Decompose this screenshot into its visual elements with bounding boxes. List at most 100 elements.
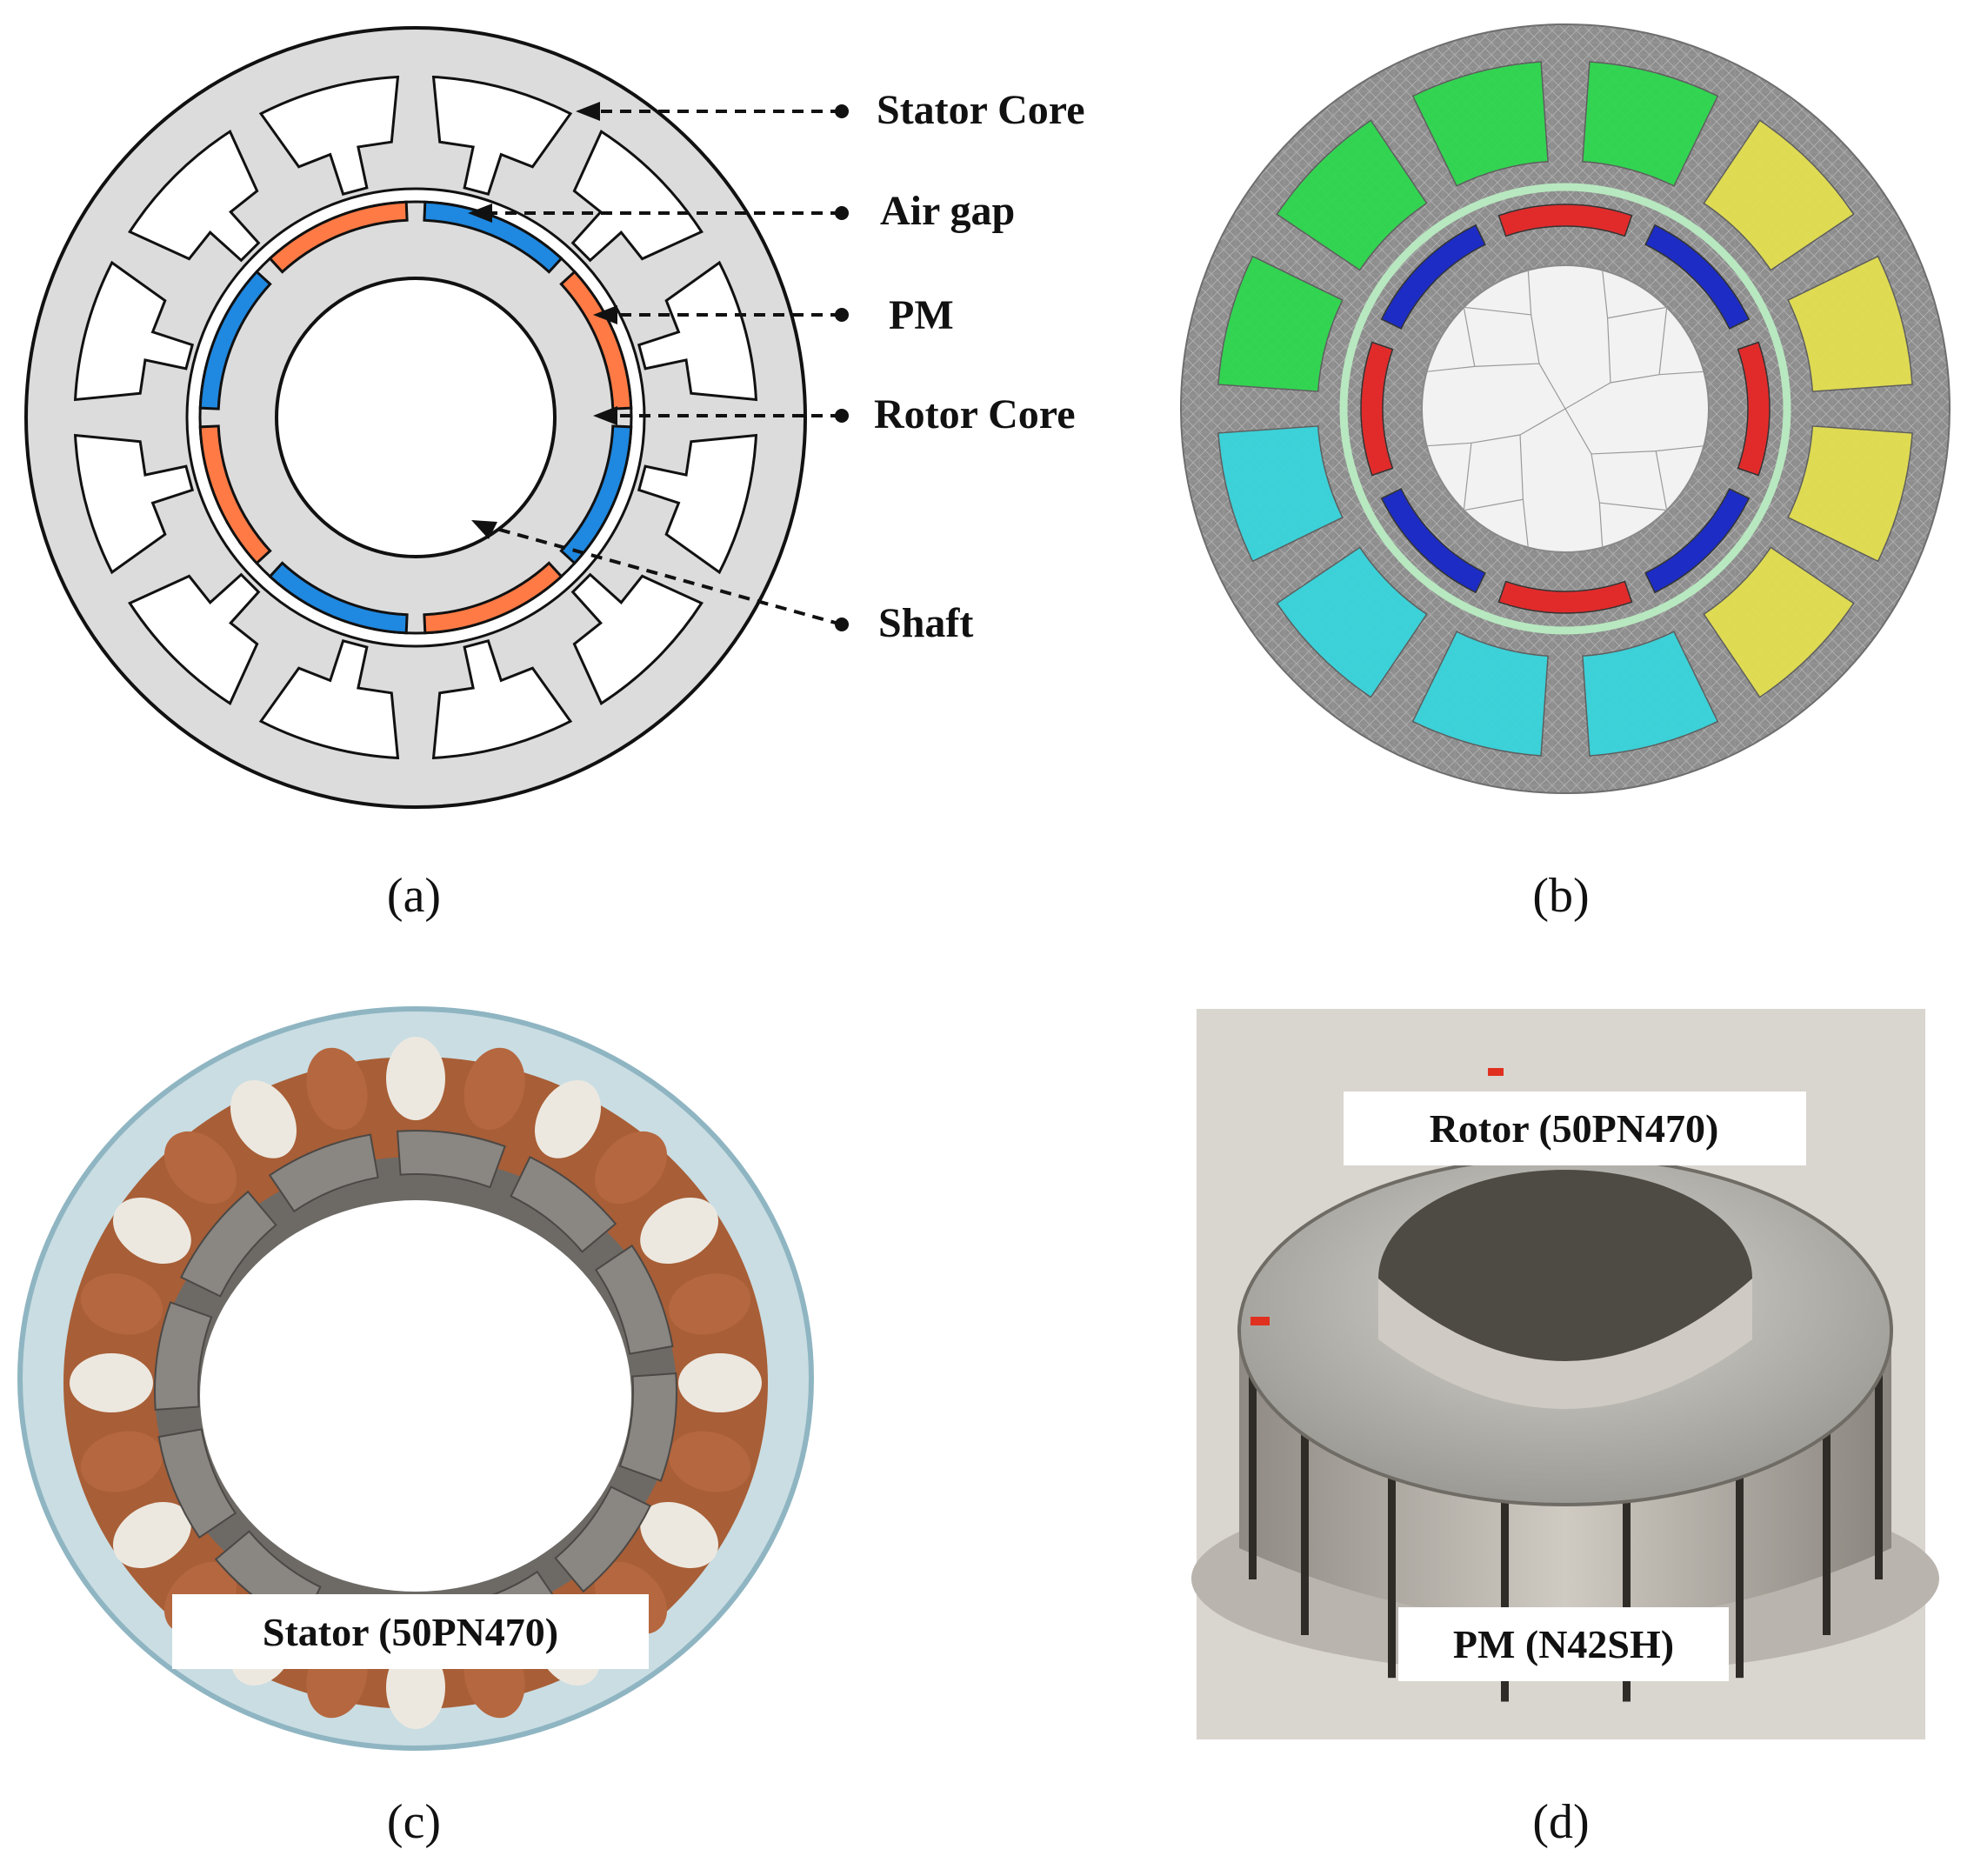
callout-dot xyxy=(835,618,849,631)
magnet-gap xyxy=(1875,1371,1883,1579)
fem-magnets xyxy=(1360,204,1771,614)
caption-d: (d) xyxy=(1532,1795,1589,1849)
winding-tape xyxy=(535,1079,601,1158)
label-rotor-core: Rotor Core xyxy=(874,391,1076,437)
mesh-edge xyxy=(1522,499,1529,548)
stator-slot xyxy=(73,433,195,575)
arrowhead xyxy=(593,305,617,324)
fem-air-gap xyxy=(1339,183,1791,635)
mesh-edge xyxy=(1527,270,1532,315)
label-stator-core: Stator Core xyxy=(877,87,1085,133)
fem-coil xyxy=(1276,546,1428,698)
pm-magnet xyxy=(423,561,564,635)
winding-tape xyxy=(668,1431,751,1492)
arrowhead xyxy=(576,102,600,121)
stator-tooth xyxy=(268,1133,379,1213)
fem-magnet xyxy=(1380,224,1486,330)
panel-b-fem-mesh: (b) xyxy=(1180,23,1951,923)
pm-magnet xyxy=(268,561,409,635)
mesh-edge xyxy=(1656,445,1704,452)
winding-tape xyxy=(163,1131,237,1205)
panel-a-schematic: Stator Core Air gap PM Rotor Core Shaft … xyxy=(24,26,1085,923)
mesh-edge xyxy=(1655,451,1668,511)
winding-tape xyxy=(668,1273,751,1335)
fem-coil xyxy=(1582,61,1719,187)
mesh-edge xyxy=(1564,408,1592,455)
winding-tape xyxy=(386,1037,445,1120)
mesh-edge xyxy=(1607,306,1667,319)
stator-slot xyxy=(637,433,758,575)
caption-a: (a) xyxy=(387,869,441,923)
fem-magnet xyxy=(1644,224,1751,330)
magnet-gap xyxy=(1388,1469,1396,1679)
fem-magnet xyxy=(1644,488,1751,594)
rotor-bore-inner-wall xyxy=(1378,1278,1752,1409)
stator-slots xyxy=(73,75,758,760)
fem-coil-regions xyxy=(1217,61,1913,757)
mesh-edge xyxy=(1474,363,1540,367)
panel-d-rotor-photo: Rotor (50PN470) PM (N42SH) (d) xyxy=(1191,1009,1939,1849)
mesh-edge xyxy=(1464,306,1531,316)
winding-tape xyxy=(80,1273,163,1335)
fem-coil xyxy=(1787,255,1913,392)
fem-coil xyxy=(1217,425,1344,563)
rotor-label: Rotor (50PN470) xyxy=(1430,1106,1719,1151)
permanent-magnets xyxy=(198,200,633,635)
fem-coil xyxy=(1703,119,1855,271)
mesh-edge xyxy=(1519,434,1524,500)
mesh-edge xyxy=(1610,374,1660,384)
stator-bore xyxy=(200,1200,631,1592)
fem-coil xyxy=(1276,119,1428,271)
stator-slot xyxy=(258,75,400,197)
fem-coil xyxy=(1787,425,1913,563)
winding-tape xyxy=(112,1198,191,1264)
fem-shaft-mesh xyxy=(1426,270,1704,548)
mesh-edge xyxy=(1599,502,1667,511)
mesh-edge xyxy=(1463,443,1472,511)
winding-tape xyxy=(70,1353,153,1412)
fem-magnet xyxy=(1497,204,1633,237)
stator-tooth xyxy=(510,1156,617,1253)
stator-tooth xyxy=(154,1301,213,1411)
pm-magnet xyxy=(198,270,272,411)
stator-label-box xyxy=(172,1594,649,1669)
stator-slot xyxy=(431,75,573,197)
magnet-gaps xyxy=(1249,1371,1883,1702)
pm-magnet xyxy=(268,200,409,274)
callout-dot xyxy=(835,409,849,423)
pm-magnet xyxy=(198,424,272,565)
stator-tooth xyxy=(594,1244,674,1355)
winding-tape xyxy=(112,1502,191,1568)
rotor-label-box xyxy=(1344,1092,1806,1165)
fem-coil xyxy=(1411,61,1549,187)
fem-magnet xyxy=(1360,341,1394,477)
winding-tape xyxy=(230,1079,297,1158)
mesh-edge xyxy=(1591,453,1600,504)
stator-label: Stator (50PN470) xyxy=(263,1610,558,1654)
fem-magnet xyxy=(1737,341,1771,477)
callout-dot xyxy=(835,206,849,220)
winding-tape xyxy=(640,1502,719,1568)
stator-slot xyxy=(128,572,261,705)
pm-magnet xyxy=(559,424,633,565)
stator-tooth xyxy=(157,1428,237,1539)
label-pm: PM xyxy=(889,292,954,338)
callout-dot xyxy=(835,104,849,118)
mesh-edge xyxy=(1602,270,1609,318)
mesh-edge xyxy=(1463,307,1476,367)
mesh-edge xyxy=(1426,442,1471,447)
winding-tape xyxy=(678,1353,762,1412)
magnet-gap xyxy=(1736,1469,1744,1679)
arrowhead xyxy=(593,406,617,425)
red-mark xyxy=(1250,1317,1270,1325)
mesh-edge xyxy=(1531,314,1540,364)
mesh-edge xyxy=(1426,365,1475,372)
magnet-gap xyxy=(1823,1426,1831,1635)
mesh-edge xyxy=(1598,503,1604,548)
mesh-edge xyxy=(1519,408,1566,436)
fem-coil xyxy=(1411,631,1549,757)
pm-label: PM (N42SH) xyxy=(1453,1622,1674,1666)
stator-tooth xyxy=(554,1485,651,1593)
arrowhead xyxy=(468,204,492,223)
